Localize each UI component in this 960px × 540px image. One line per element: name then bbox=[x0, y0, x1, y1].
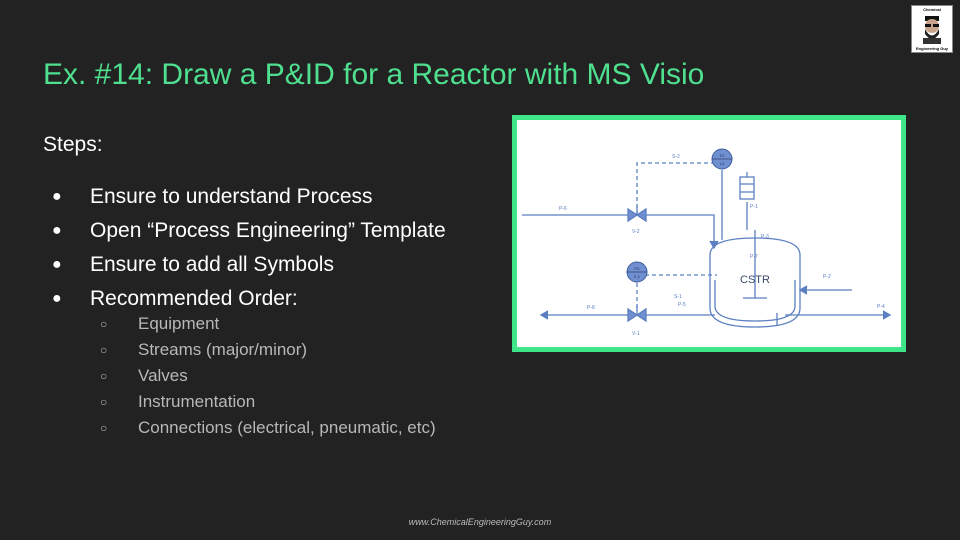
steps-list: ● Ensure to understand Process ● Open “P… bbox=[43, 180, 513, 316]
sub-list-item-text: Equipment bbox=[138, 314, 220, 333]
recommended-order-list: ○ Equipment ○ Streams (major/minor) ○ Va… bbox=[100, 311, 436, 441]
label-s2: S-2 bbox=[672, 154, 680, 160]
pid-diagram: TC I-2 FC F-1 S-2 P-6 V-2 P-1 P-3 P-7 P-… bbox=[522, 148, 892, 337]
label-p4: P-4 bbox=[877, 304, 885, 310]
label-p6: P-6 bbox=[559, 206, 567, 212]
pid-diagram-image: TC I-2 FC F-1 S-2 P-6 V-2 P-1 P-3 P-7 P-… bbox=[512, 115, 906, 352]
reactor-jacket bbox=[714, 280, 796, 322]
steps-label: Steps: bbox=[43, 133, 103, 156]
arrow-p8 bbox=[539, 310, 549, 320]
list-item-text: Ensure to add all Symbols bbox=[90, 253, 334, 276]
instrument-lower-bottom-text: F-1 bbox=[634, 274, 641, 279]
sub-list-item: ○ Valves bbox=[100, 363, 436, 389]
sub-list-item-text: Connections (electrical, pneumatic, etc) bbox=[138, 418, 436, 437]
instrument-upper-top-text: TC bbox=[719, 153, 724, 158]
filled-circle-bullet-icon: ● bbox=[52, 290, 62, 307]
hollow-circle-bullet-icon: ○ bbox=[100, 317, 108, 331]
list-item-text: Open “Process Engineering” Template bbox=[90, 219, 446, 242]
sub-list-item: ○ Equipment bbox=[100, 311, 436, 337]
list-item: ● Open “Process Engineering” Template bbox=[43, 214, 513, 248]
label-p5: P-5 bbox=[678, 302, 686, 308]
instrument-bubble-icon: FC F-1 bbox=[626, 261, 648, 283]
signal-line-s2 bbox=[636, 162, 714, 215]
hollow-circle-bullet-icon: ○ bbox=[100, 369, 108, 383]
channel-logo: Chemical Engineering Guy bbox=[911, 5, 953, 53]
footer-url: www.ChemicalEngineeringGuy.com bbox=[408, 517, 552, 527]
label-p8: P-8 bbox=[587, 305, 595, 311]
arrow-p6 bbox=[709, 240, 719, 250]
filled-circle-bullet-icon: ● bbox=[52, 256, 62, 273]
hollow-circle-bullet-icon: ○ bbox=[100, 421, 108, 435]
slide-title: Ex. #14: Draw a P&ID for a Reactor with … bbox=[43, 58, 705, 91]
instrument-bubble-icon: TC I-2 bbox=[711, 148, 733, 170]
filled-circle-bullet-icon: ● bbox=[52, 188, 62, 205]
reactor-label: CSTR bbox=[740, 274, 770, 286]
sub-list-item: ○ Streams (major/minor) bbox=[100, 337, 436, 363]
sub-list-item-text: Instrumentation bbox=[138, 392, 256, 411]
column-symbol bbox=[739, 176, 755, 200]
hollow-circle-bullet-icon: ○ bbox=[100, 395, 108, 409]
logo-bottom-text: Engineering Guy bbox=[915, 46, 948, 51]
gate-valve-icon bbox=[627, 306, 647, 323]
instrument-lower-top-text: FC bbox=[634, 266, 639, 271]
label-v1: V-1 bbox=[632, 331, 640, 337]
instrument-upper-bottom-text: I-2 bbox=[720, 161, 725, 166]
logo-top-text: Chemical bbox=[923, 7, 941, 12]
label-p1: P-1 bbox=[750, 204, 758, 210]
list-item: ● Recommended Order: bbox=[43, 282, 513, 316]
reactor-vessel bbox=[709, 237, 801, 328]
sub-list-item: ○ Instrumentation bbox=[100, 389, 436, 415]
label-p2: P-2 bbox=[823, 274, 831, 280]
label-v2: V-2 bbox=[632, 229, 640, 235]
list-item-text: Recommended Order: bbox=[90, 287, 298, 310]
arrow-p4 bbox=[882, 310, 892, 320]
sub-list-item-text: Streams (major/minor) bbox=[138, 340, 308, 359]
list-item: ● Ensure to add all Symbols bbox=[43, 248, 513, 282]
gate-valve-icon bbox=[627, 206, 647, 223]
list-item: ● Ensure to understand Process bbox=[43, 180, 513, 214]
bearded-guy-icon bbox=[923, 16, 941, 44]
filled-circle-bullet-icon: ● bbox=[52, 222, 62, 239]
label-s1: S-1 bbox=[674, 294, 682, 300]
sub-list-item: ○ Connections (electrical, pneumatic, et… bbox=[100, 415, 436, 441]
hollow-circle-bullet-icon: ○ bbox=[100, 343, 108, 357]
line-p6-continued bbox=[645, 214, 715, 247]
arrow-p2 bbox=[798, 285, 808, 295]
line-p4 bbox=[776, 313, 889, 325]
label-p3: P-3 bbox=[761, 234, 769, 240]
list-item-text: Ensure to understand Process bbox=[90, 185, 373, 208]
label-p7: P-7 bbox=[750, 254, 758, 260]
sub-list-item-text: Valves bbox=[138, 366, 188, 385]
